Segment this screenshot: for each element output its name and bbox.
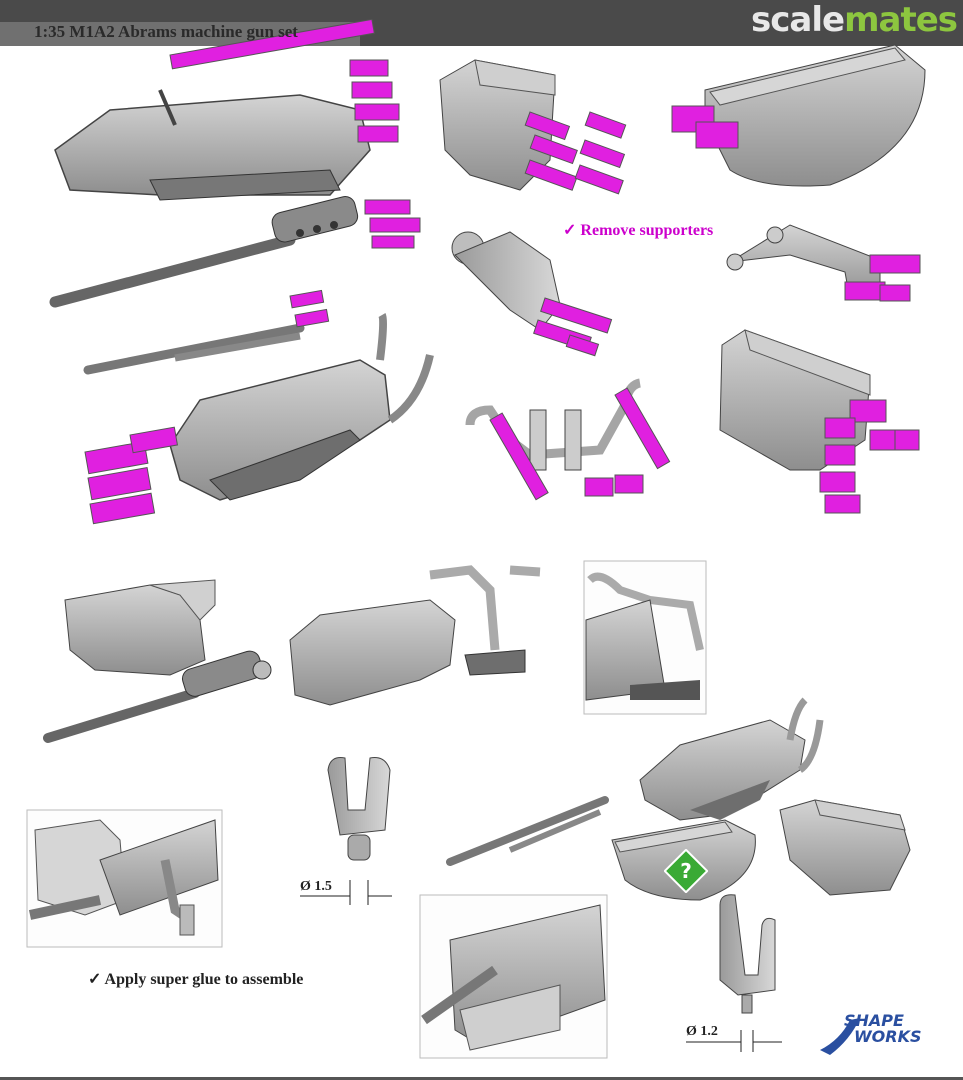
- logo-part-scale: scale: [751, 0, 845, 40]
- tray-part-1: [671, 44, 926, 187]
- inset-assembly-2: [28, 819, 219, 936]
- receiver-part-1: [54, 18, 400, 201]
- inset-assembly-3: [421, 904, 606, 1051]
- barrel-part: [49, 196, 421, 308]
- receiver-part-2: [84, 312, 434, 525]
- spade-grip-part-1: [465, 378, 671, 501]
- fork-mount-part-2: [686, 894, 782, 1052]
- logo-part-mates: mates: [844, 0, 958, 40]
- badge-symbol: ?: [680, 859, 692, 883]
- ammo-box-part-2: [719, 329, 920, 514]
- ammo-box-part-4: [779, 799, 911, 896]
- scalemates-logo: scalemates: [751, 0, 958, 40]
- remove-supporters-note: ✓ Remove supporters: [563, 222, 714, 239]
- pin-diameter-large: Ø 1.5: [300, 879, 332, 894]
- question-diamond-icon: ?: [664, 849, 708, 893]
- brand-swoosh: [820, 1018, 860, 1055]
- ammo-box-part-1: [439, 59, 627, 195]
- fork-mount-part-1: [726, 224, 921, 302]
- shapeworks-brand: SHAPE WORKS: [818, 1013, 922, 1045]
- inset-assembly-1: [585, 572, 704, 701]
- receiver-part-3: [289, 599, 456, 706]
- pin-mount-part-1: [300, 757, 392, 905]
- header-bar: [0, 0, 963, 46]
- page-title: 1:35 M1A2 Abrams machine gun set: [34, 22, 298, 41]
- bracket-part-1: [451, 231, 613, 357]
- pin-diameter-small: Ø 1.2: [686, 1024, 718, 1039]
- bottom-rule: [0, 1077, 963, 1080]
- coax-barrel-part: [83, 289, 330, 375]
- barrel-part-2: [43, 650, 272, 743]
- spade-grip-part-2: [429, 565, 541, 676]
- receiver-part-4: [639, 697, 824, 821]
- ammo-box-part-3: [64, 579, 216, 676]
- brand-line-2: WORKS: [854, 1027, 922, 1046]
- coax-barrel-part-2: [446, 796, 609, 866]
- apply-glue-note: ✓ Apply super glue to assemble: [88, 971, 304, 988]
- brand-line-1: SHAPE: [844, 1011, 904, 1030]
